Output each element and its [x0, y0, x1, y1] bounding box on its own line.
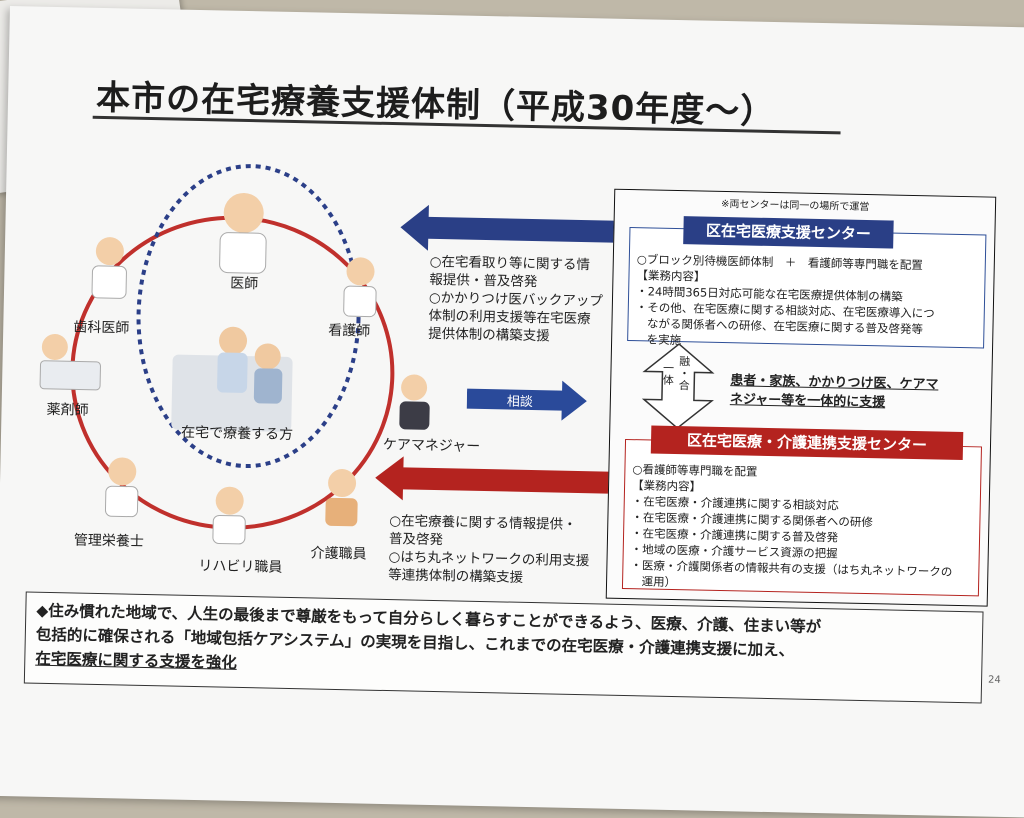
fusion-char: 合	[678, 379, 690, 393]
top-bullet-line: 提供体制の構築支援	[428, 325, 550, 345]
care-worker-apron	[325, 497, 358, 527]
doctor-coat	[219, 232, 267, 274]
care-manager-figure	[401, 374, 428, 401]
pharmacy-counter	[39, 360, 101, 391]
role-doctor: 医師	[230, 275, 259, 293]
care-manager-suit	[399, 401, 430, 430]
panel-note: ※両センターは同一の場所で運営	[720, 198, 870, 214]
dentist-figure	[95, 237, 124, 266]
red-left-arrow	[375, 456, 631, 501]
role-care-manager: ケアマネジャー	[382, 436, 481, 455]
summary-line-3: 在宅医療に関する支援を強化	[35, 649, 237, 672]
patient-head	[254, 343, 281, 370]
role-dentist: 歯科医師	[73, 319, 130, 337]
consult-arrow	[466, 380, 587, 421]
summary-box: ◆住み慣れた地域で、人生の最後まで尊厳をもって自分らしく暮らすことができるよう、…	[23, 591, 984, 704]
inner-dotted-circle	[136, 164, 361, 469]
doctor-figure	[223, 192, 264, 233]
fusion-text: 患者・家族、かかりつけ医、ケアマネジャー等を一体的に支援	[729, 373, 939, 411]
nurse-uniform	[343, 285, 377, 318]
center1-body: ○ブロック別待機医師体制 ＋ 看護師等専門職を配置 【業務内容】 ・24時間36…	[635, 251, 982, 354]
caregiver-body	[217, 352, 248, 393]
rehab-uniform	[212, 514, 246, 545]
center2-body: ○看護師等専門職を配置 【業務内容】 ・在宅医療・介護連携に関する相談対応 ・在…	[630, 461, 978, 596]
patient-label: 在宅で療養する方	[180, 424, 294, 444]
role-rehab: リハビリ職員	[198, 558, 283, 576]
rehab-figure	[215, 486, 244, 515]
slide-page: 本市の在宅療養支援体制（平成30年度～） 医師 看護師 ケアマネジャー 介護職員…	[0, 6, 1024, 818]
role-pharmacist: 薬剤師	[46, 401, 89, 419]
care-worker-figure	[328, 469, 357, 498]
fusion-char: 体	[662, 373, 674, 387]
bottom-info-bullets: ○在宅療養に関する情報提供・ 普及啓発 ○はち丸ネットワークの利用支援 等連携体…	[388, 512, 590, 588]
pharmacist-figure	[41, 334, 68, 361]
top-info-bullets: ○在宅看取り等に関する情 報提供・普及啓発 ○かかりつけ医バックアップ 体制の利…	[428, 253, 604, 347]
caregiver-head	[219, 326, 248, 355]
role-dietitian: 管理栄養士	[73, 532, 144, 550]
patient-body	[253, 368, 283, 404]
fusion-label-left: 一 体	[661, 362, 675, 387]
nurse-figure	[346, 257, 375, 286]
consult-label: 相談	[506, 394, 533, 411]
dietitian-figure	[108, 457, 137, 486]
page-number: 24	[987, 674, 1001, 686]
fusion-label-right: 融 ・ 合	[677, 355, 692, 393]
care-circle-diagram	[39, 164, 430, 545]
dietitian-apron	[104, 485, 139, 518]
role-nurse: 看護師	[328, 322, 371, 340]
blue-left-arrow	[400, 204, 641, 251]
role-care-worker: 介護職員	[310, 545, 367, 563]
center1-header: 区在宅医療支援センター	[683, 216, 894, 249]
dentist-coat	[91, 265, 127, 299]
